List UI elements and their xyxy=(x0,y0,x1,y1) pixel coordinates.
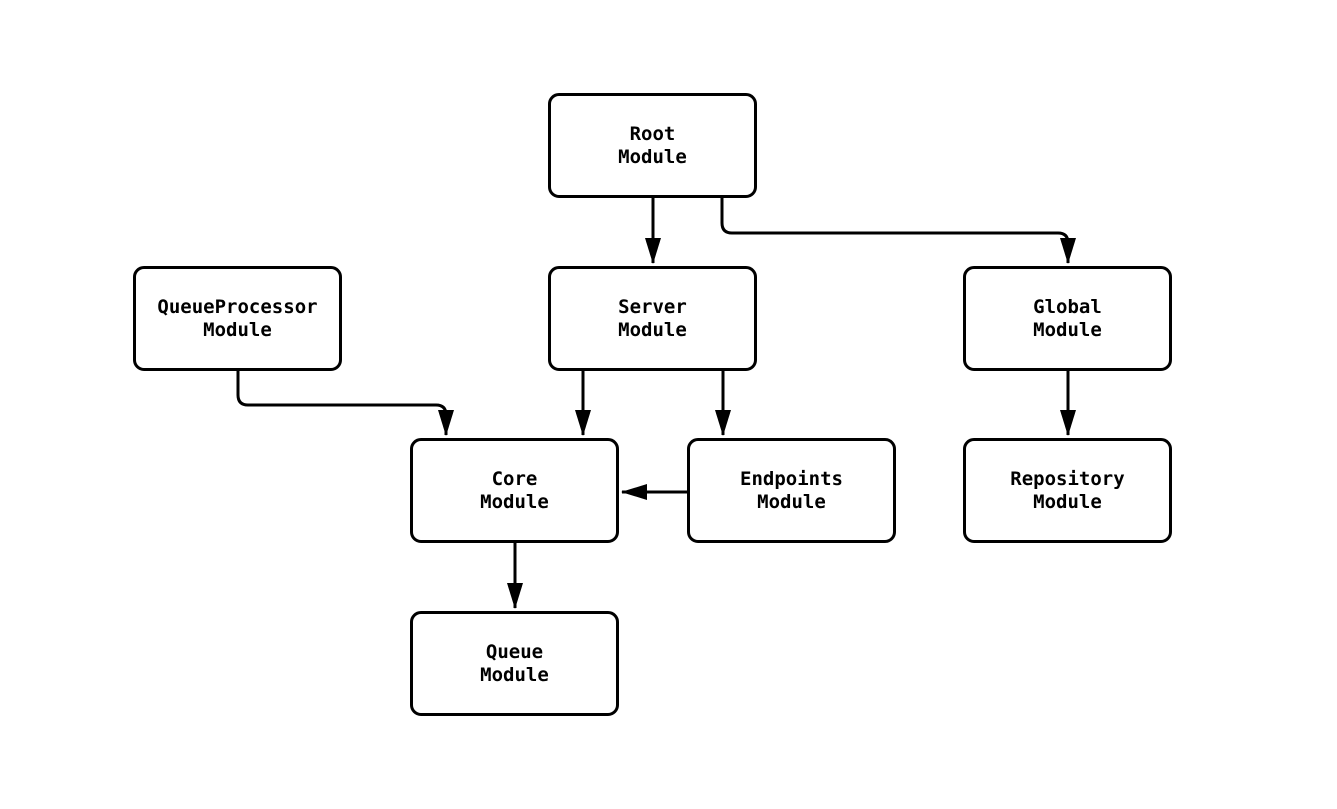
node-label: Server Module xyxy=(618,295,687,341)
node-label: Global Module xyxy=(1033,295,1102,341)
edge-queue-processor-to-core xyxy=(236,371,454,436)
node-root-module: Root Module xyxy=(548,93,757,198)
node-repository-module: Repository Module xyxy=(963,438,1172,543)
node-label: Root Module xyxy=(618,122,687,168)
node-label: Queue Module xyxy=(480,640,549,686)
node-queue-processor-module: QueueProcessor Module xyxy=(133,266,342,371)
node-label: Repository Module xyxy=(1010,467,1125,513)
node-label: Endpoints Module xyxy=(740,467,843,513)
node-core-module: Core Module xyxy=(410,438,619,543)
node-global-module: Global Module xyxy=(963,266,1172,371)
node-endpoints-module: Endpoints Module xyxy=(687,438,896,543)
edge-root-to-global xyxy=(720,198,1076,264)
node-server-module: Server Module xyxy=(548,266,757,371)
node-label: QueueProcessor Module xyxy=(157,295,318,341)
node-queue-module: Queue Module xyxy=(410,611,619,716)
node-label: Core Module xyxy=(480,467,549,513)
